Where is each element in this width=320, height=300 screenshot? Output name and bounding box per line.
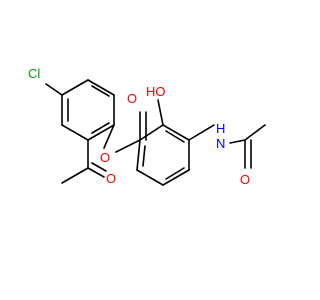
bond (87, 124, 115, 141)
bond (91, 85, 110, 97)
chlorophenyl-ring (61, 79, 115, 141)
bond (244, 124, 266, 141)
amide-nitrogen-label: N (216, 136, 225, 151)
bond (87, 167, 105, 178)
structure-canvas: Cl O O O HO N H (28, 66, 266, 187)
amide-hydrogen-label: H (216, 121, 225, 136)
amide-oxygen-label: O (240, 172, 250, 187)
molecule-diagram: Cl O O O HO N H (28, 66, 266, 187)
bond (91, 162, 107, 172)
bond (157, 99, 164, 126)
bond (103, 124, 115, 149)
acetyl-oxygen-label: O (106, 171, 116, 186)
ester-oxygen-label: O (100, 150, 110, 165)
bond (91, 122, 110, 134)
bond (136, 169, 164, 186)
salicylate-ring (136, 124, 190, 186)
bond (61, 124, 89, 141)
bond (165, 130, 185, 143)
bond (136, 139, 141, 171)
bond (165, 167, 185, 180)
bond (87, 79, 115, 96)
bond (142, 145, 146, 167)
bond (188, 124, 215, 141)
chlorine-label: Cl (28, 66, 40, 81)
bond (162, 169, 190, 186)
bond (61, 167, 89, 184)
carbonyl-oxygen-label: O (127, 91, 137, 106)
bond-to-chlorine (45, 83, 63, 96)
bond (61, 79, 89, 96)
bond (115, 139, 141, 153)
bond (139, 124, 164, 141)
bond (162, 124, 190, 141)
hydroxyl-label: HO (146, 84, 166, 99)
bond (229, 139, 246, 144)
